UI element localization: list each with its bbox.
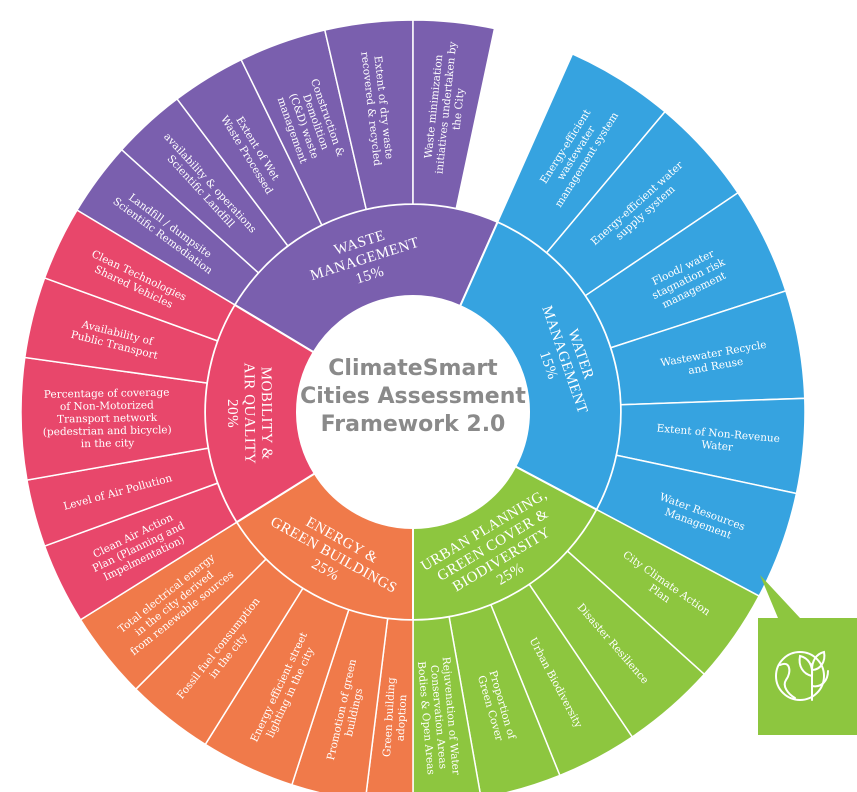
indicator-label-line: of Non-Motorized: [60, 399, 154, 413]
indicator-label-line: Green building: [381, 677, 398, 758]
indicator-label-waste: Construction &Demolition(C&D) wastemanag…: [275, 77, 347, 165]
callout-badge: [758, 575, 857, 735]
sector-urban: [412, 465, 761, 792]
indicator-label-line: consumption in the city: [0, 2, 63, 14]
center-title: ClimateSmart Cities Assessment Framework…: [283, 355, 543, 439]
sector-water: [458, 52, 806, 598]
sector-title-line: AIR QUALITY: [241, 362, 258, 464]
sector-title-line: MOBILITY &: [258, 367, 275, 460]
indicator-label-line: Percentage of coverage: [44, 387, 170, 401]
callout-bubble: [758, 575, 857, 735]
indicator-wedge: [43, 209, 236, 342]
indicator-label-line: Total electricity: [0, 0, 42, 1]
center-title-line-1: ClimateSmart: [328, 356, 498, 381]
center-title-line-2: Cities Assessment: [300, 384, 526, 409]
indicator-label-line: (pedestrian and bicycle): [43, 424, 172, 438]
globe-plant-icon: [775, 650, 829, 701]
sector-energy: [79, 472, 414, 792]
center-disc: [297, 296, 529, 528]
indicator-label-energy: Total electricityconsumption in the city: [0, 0, 63, 14]
sector-mobility: [20, 209, 317, 621]
indicator-wedge: [412, 19, 496, 210]
sector-title-line: 20%: [224, 399, 240, 428]
center-title-line-3: Framework 2.0: [320, 412, 506, 437]
sector-waste: [75, 19, 499, 354]
indicator-label-line: Transport network: [57, 412, 158, 426]
indicator-label-line: in the city: [81, 437, 135, 450]
indicator-label-line: the City: [451, 88, 467, 131]
indicator-label-line: Water: [701, 439, 734, 454]
indicator-label-line: adoption: [395, 694, 410, 742]
